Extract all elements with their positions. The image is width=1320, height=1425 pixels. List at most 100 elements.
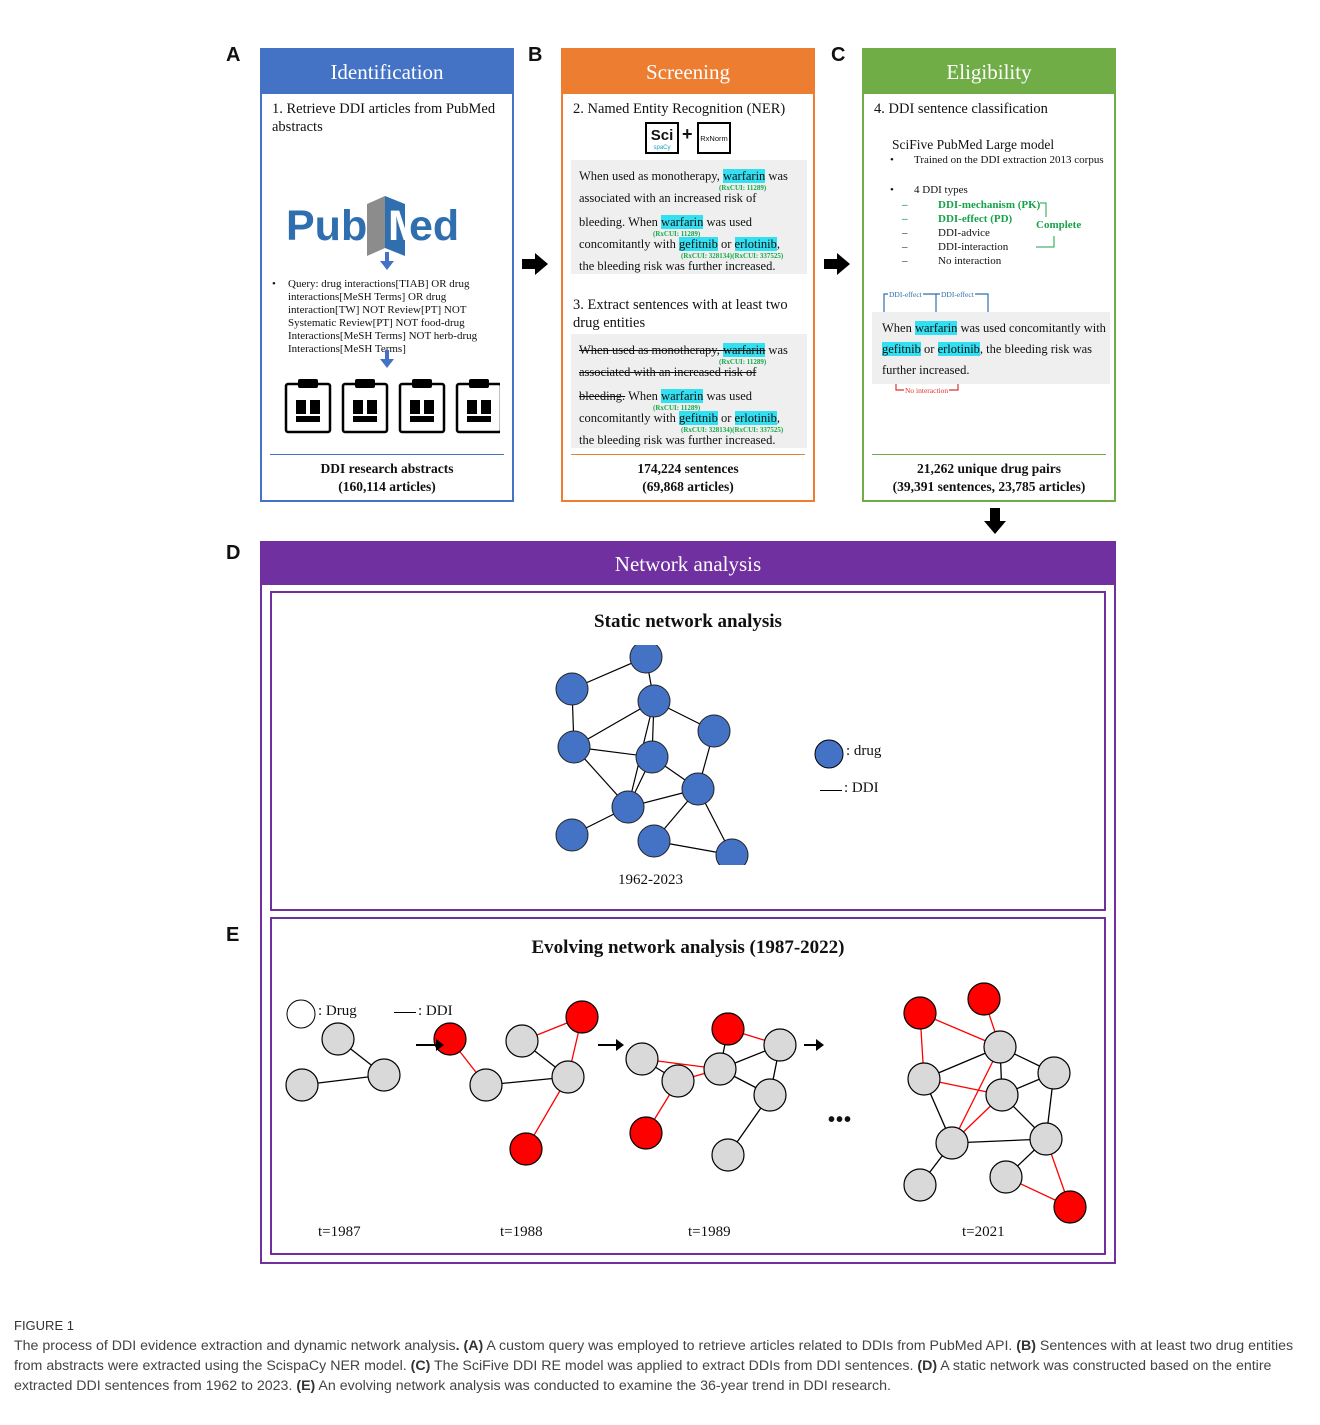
rxcui-label: (RxCUI: 328134)(RxCUI: 337525)	[681, 426, 784, 434]
drug-node	[611, 790, 645, 824]
eligibility-footer-line2: (39,391 sentences, 23,785 articles)	[892, 479, 1086, 494]
extraction-example-box: When used as monotherapy, warfarin was (…	[571, 334, 807, 448]
drug-node	[565, 1000, 599, 1034]
drug-node	[763, 1028, 797, 1062]
drug-node	[903, 996, 937, 1030]
ddi-type-effect: DDI-effect (PD)	[938, 213, 1013, 225]
clipboard-icon	[284, 379, 332, 434]
panel-identification: Identification 1. Retrieve DDI articles …	[260, 48, 514, 502]
static-network-panel: Static network analysis : drug : DDI 196…	[270, 591, 1106, 911]
panel-network-analysis: Network analysis Static network analysis…	[260, 541, 1116, 1264]
bullet-dot-icon: •	[890, 184, 894, 196]
ner-sentence-line2: associated with an increased risk of	[579, 191, 757, 205]
model-bullet-1: Trained on the DDI extraction 2013 corpu…	[914, 154, 1104, 166]
model-name: SciFive PubMed Large model	[892, 137, 1055, 152]
step-2-text: 2. Named Entity Recognition (NER)	[573, 101, 786, 117]
panel-label-b: B	[528, 44, 543, 66]
extract-sentence-line3: bleeding. When warfarin was used	[579, 389, 752, 403]
evolving-network-title: Evolving network analysis (1987-2022)	[531, 937, 845, 958]
drug-node	[1029, 1122, 1063, 1156]
identification-header: Identification	[262, 50, 512, 94]
ddi-type-mechanism: DDI-mechanism (PK)	[938, 199, 1041, 211]
clipboard-icon	[455, 379, 503, 434]
drug-node	[985, 1078, 1019, 1112]
eligibility-footer-line1: 21,262 unique drug pairs	[916, 461, 1062, 476]
complete-bracket	[1012, 200, 1072, 259]
identification-divider	[270, 454, 504, 455]
rxnorm-logo: RxNorm	[697, 122, 731, 154]
drug-node	[509, 1132, 543, 1166]
drug-node	[637, 824, 671, 858]
drug-node	[907, 1062, 941, 1096]
bullet-dot-icon: •	[272, 278, 276, 290]
right-arrow-icon	[522, 253, 548, 280]
drug-node	[989, 1160, 1023, 1194]
screening-header: Screening	[563, 50, 813, 94]
step-4-text: 4. DDI sentence classification	[874, 101, 1048, 117]
bullet-dot-icon: •	[890, 154, 894, 166]
rxcui-label: (RxCUI: 11289)	[653, 404, 701, 412]
ddi-effect-label-2: DDI-effect	[940, 290, 975, 299]
ddi-legend-icon	[820, 790, 842, 791]
drug-entity: warfarin	[661, 215, 704, 229]
drug-entity: warfarin	[722, 343, 766, 357]
ddi-legend-icon	[394, 1012, 416, 1013]
static-network-title: Static network analysis	[594, 611, 782, 632]
drug-node	[635, 740, 669, 774]
ner-sentence-line4: concomitantly with gefitnib or erlotinib…	[579, 237, 781, 251]
evolving-network-panel: Evolving network analysis (1987-2022) : …	[270, 917, 1106, 1255]
clipboard-icon	[341, 379, 389, 434]
identification-footer-line1: DDI research abstracts	[320, 461, 454, 476]
panel-label-d: D	[226, 542, 241, 564]
drug-node	[555, 818, 589, 852]
panel-label-e: E	[226, 924, 240, 946]
panel-label-a: A	[226, 44, 241, 66]
query-text: Query: drug interactions[TIAB] OR drug i…	[288, 278, 478, 355]
drug-node	[285, 1068, 319, 1102]
ddi-effect-label-1: DDI-effect	[888, 290, 923, 299]
extract-sentence-line5: the bleeding risk was further increased.	[579, 433, 776, 447]
drug-node	[551, 1060, 585, 1094]
panel-eligibility: Eligibility 4. DDI sentence classificati…	[862, 48, 1116, 502]
timestep-label-1988: t=1988	[500, 1224, 543, 1240]
down-arrow-icon	[380, 350, 394, 373]
drug-node	[469, 1068, 503, 1102]
drug-entity: warfarin	[722, 169, 766, 183]
drug-node	[629, 640, 663, 674]
drug-node	[967, 982, 1001, 1016]
ddi-legend-label: : DDI	[418, 1003, 453, 1019]
screening-footer-line2: (69,868 articles)	[642, 479, 734, 494]
drug-entity: gefitnib	[678, 411, 718, 425]
scispacy-logo: Sci spaCy	[645, 122, 679, 154]
svg-text:ed: ed	[409, 202, 459, 250]
rxcui-label: (RxCUI: 11289)	[653, 230, 701, 238]
evolving-network-graphs	[272, 919, 1108, 1257]
drug-node	[1053, 1190, 1087, 1224]
extract-sentence-line1: When used as monotherapy, warfarin was	[579, 343, 788, 357]
drug-node	[711, 1012, 745, 1046]
panel-screening: Screening 2. Named Entity Recognition (N…	[561, 48, 815, 502]
model-bullet-2: 4 DDI types	[914, 184, 968, 196]
static-network-graph	[554, 640, 794, 872]
drug-entity: erlotinib	[734, 411, 777, 425]
drug-node	[625, 1042, 659, 1076]
classify-sentence-line3: further increased.	[882, 363, 970, 377]
screening-footer-line1: 174,224 sentences	[637, 461, 739, 476]
drug-node	[703, 1052, 737, 1086]
panel-label-c: C	[831, 44, 846, 66]
drug-node	[629, 1116, 663, 1150]
clipboard-icons	[284, 378, 503, 434]
arrow-head-icon	[816, 1039, 824, 1051]
ner-sentence-line5: the bleeding risk was further increased.	[579, 259, 776, 273]
drug-entity: gefitnib	[882, 342, 921, 356]
ddi-type-advice: DDI-advice	[938, 227, 990, 239]
plus-icon: +	[682, 124, 693, 144]
drug-entity: erlotinib	[734, 237, 777, 251]
drug-node	[637, 684, 671, 718]
drug-node	[935, 1126, 969, 1160]
ddi-type-interaction: DDI-interaction	[938, 241, 1009, 253]
no-interaction-label: No interaction	[904, 386, 950, 395]
ddi-edge	[951, 1046, 1001, 1144]
classify-sentence-line2: gefitnib or erlotinib, the bleeding risk…	[882, 342, 1093, 356]
drug-node	[557, 730, 591, 764]
